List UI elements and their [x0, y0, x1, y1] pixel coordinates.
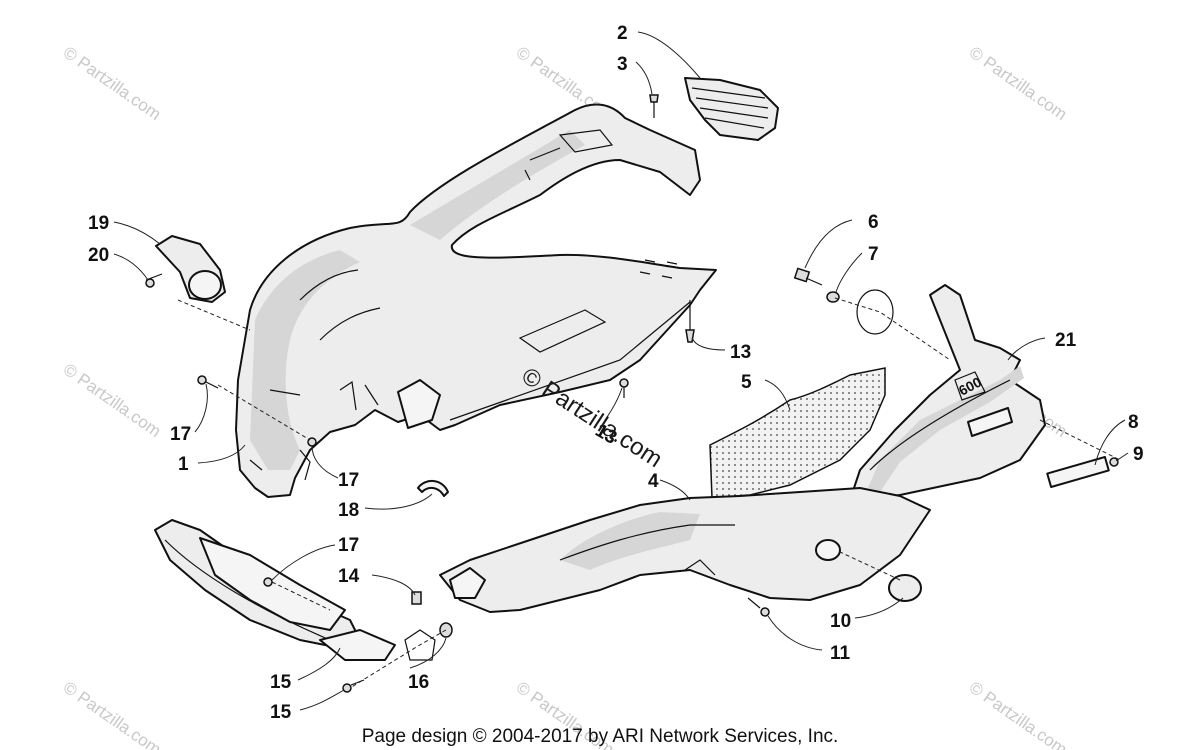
callout-17-a: 17 — [170, 424, 191, 445]
callout-7: 7 — [868, 244, 879, 265]
watermark-top-left: © Partzilla.com — [60, 43, 165, 124]
callout-12: 13 — [730, 342, 751, 363]
watermark-bottom-right: © Partzilla.com — [966, 678, 1071, 750]
callout-2: 2 — [617, 23, 628, 44]
callout-20: 20 — [88, 245, 109, 266]
part-9-fastener — [1109, 457, 1119, 467]
callout-13-b: 14 — [338, 566, 360, 587]
part-19-boot — [155, 235, 226, 303]
part-10-hole — [815, 539, 841, 561]
callout-10: 10 — [830, 611, 851, 632]
footer-credit: Page design © 2004-2017 by ARI Network S… — [362, 726, 839, 747]
part-17-screw-a — [197, 375, 219, 389]
part-13-fastener-upper — [619, 378, 629, 398]
callout-16: 16 — [408, 672, 429, 693]
part-6-bolt — [793, 267, 823, 286]
watermark-bottom-left: © Partzilla.com — [60, 678, 165, 750]
callout-5: 5 — [741, 372, 752, 393]
callout-9: 9 — [1133, 444, 1144, 465]
part-3-screw — [649, 94, 659, 118]
watermark-top-right: © Partzilla.com — [966, 43, 1071, 124]
part-20-screw — [145, 273, 163, 288]
callout-4: 4 — [648, 471, 659, 492]
part-1-belly-pan — [235, 103, 717, 498]
part-11-screw — [747, 597, 770, 617]
part-14-bumper — [154, 519, 396, 661]
part-8-reflector — [1046, 456, 1110, 488]
part-18-clamp — [417, 480, 449, 497]
part-2-vent-grille — [684, 77, 779, 141]
part-10-plug — [888, 574, 922, 602]
callout-17-c: 17 — [338, 535, 359, 556]
part-7-mount-plate — [856, 289, 894, 335]
callout-6: 6 — [868, 212, 879, 233]
part-13-fastener-lower — [411, 591, 422, 605]
part-7-washer — [826, 291, 840, 303]
part-5-mesh-insert — [709, 367, 886, 499]
callout-8: 8 — [1128, 412, 1139, 433]
part-21-side-panel: 600 — [849, 284, 1046, 501]
callout-14: 15 — [270, 672, 292, 693]
leader-lines — [113, 31, 1129, 711]
part-16-plate — [404, 629, 436, 661]
watermark-mid-left: © Partzilla.com — [60, 360, 165, 441]
part-17-screw-c — [263, 577, 273, 587]
callout-3: 3 — [617, 54, 628, 75]
part-4-lower-panel — [439, 487, 931, 613]
callout-11: 11 — [830, 643, 851, 664]
callout-18: 18 — [338, 500, 359, 521]
callout-15: 15 — [270, 702, 292, 723]
callout-1: 1 — [178, 454, 189, 475]
callout-17-b: 17 — [338, 470, 359, 491]
callout-19: 19 — [88, 213, 109, 234]
callout-21: 21 — [1055, 330, 1077, 351]
assembly-lines — [177, 297, 1121, 689]
